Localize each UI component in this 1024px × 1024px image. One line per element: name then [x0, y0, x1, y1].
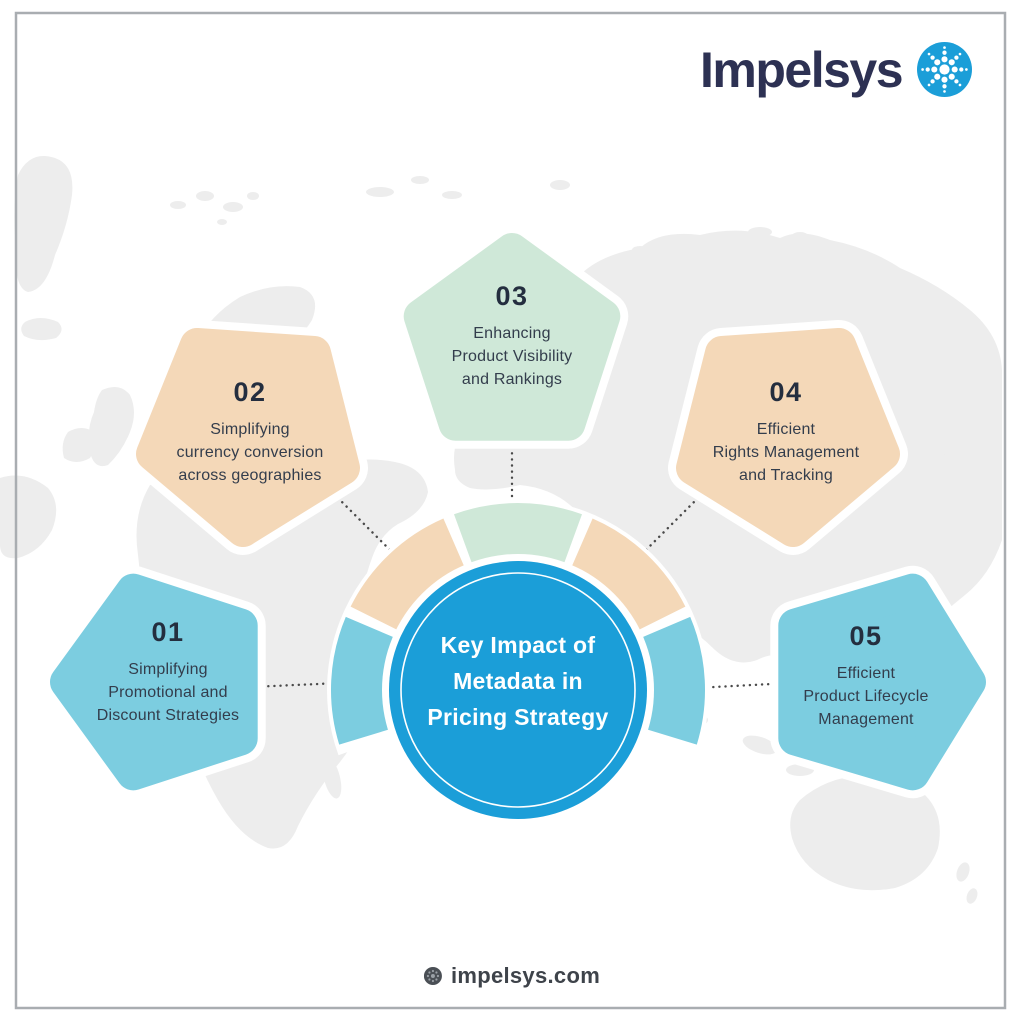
- petal-right-peach: [565, 518, 686, 637]
- map-island: [366, 187, 394, 197]
- pentagon-shape-02: [136, 328, 360, 547]
- center-title: Key Impact of Metadata in Pricing Strate…: [427, 632, 609, 730]
- map-japan: [901, 426, 945, 472]
- pentagon-shape-05: [778, 573, 986, 791]
- starburst-icon: [917, 42, 973, 97]
- pentagon-shape-03: [403, 233, 621, 441]
- poster-frame: [14, 11, 1007, 1010]
- map-new-zealand: [966, 888, 978, 904]
- node-label: Efficient Product Lifecycle Management: [803, 665, 929, 728]
- footer-starburst-icon: [423, 967, 442, 985]
- node-text-02: 02 Simplifying currency conversion acros…: [135, 377, 365, 487]
- node-number: 01: [151, 617, 185, 647]
- pentagon-node-01: [42, 565, 266, 799]
- map-uk: [88, 386, 134, 467]
- center-circle: [389, 561, 647, 819]
- map-island: [442, 191, 462, 199]
- map-new-zealand: [956, 862, 970, 882]
- pentagon-node-02: [128, 320, 368, 555]
- node-number: 03: [495, 281, 529, 311]
- website-link: impelsys.com: [450, 963, 601, 988]
- map-island: [792, 232, 808, 240]
- pentagon-node-03: [395, 225, 629, 449]
- node-label: Efficient Rights Management and Tracking: [712, 421, 860, 484]
- map-island: [632, 246, 648, 254]
- map-island: [247, 192, 259, 200]
- map-island: [742, 735, 778, 755]
- node-text-01: 01 Simplifying Promotional and Discount …: [53, 617, 283, 727]
- node-text-03: 03 Enhancing Product Visibility and Rank…: [397, 281, 627, 391]
- map-iceland: [21, 318, 62, 341]
- node-text-05: 05 Efficient Product Lifecycle Managemen…: [751, 621, 981, 731]
- node-label: Simplifying Promotional and Discount Str…: [96, 661, 240, 724]
- pentagon-shape-04: [676, 328, 900, 547]
- pentagon-node-05: [770, 565, 994, 799]
- map-madagascar: [322, 757, 342, 799]
- node-number: 02: [233, 377, 267, 407]
- map-west-landmass: [0, 475, 57, 559]
- map-island: [217, 219, 227, 225]
- map-island: [550, 180, 570, 190]
- node-text-04: 04 Efficient Rights Management and Track…: [671, 377, 901, 487]
- map-island: [748, 227, 772, 237]
- map-island: [223, 202, 243, 212]
- brand-logo: Impelsys: [700, 41, 973, 98]
- node-label: Simplifying currency conversion across g…: [176, 421, 324, 484]
- map-island: [411, 176, 429, 184]
- petal-left-peach: [350, 518, 471, 637]
- map-ireland: [62, 428, 96, 462]
- map-island: [835, 248, 855, 256]
- pentagon-node-04: [668, 320, 908, 555]
- node-number: 05: [849, 621, 883, 651]
- brand-logo-text: Impelsys: [700, 41, 904, 98]
- node-number: 04: [769, 377, 803, 407]
- map-island: [170, 201, 186, 209]
- footer: impelsys.com: [423, 963, 601, 989]
- pentagon-shape-01: [50, 573, 258, 791]
- map-greenland: [14, 156, 73, 292]
- center-circle-inner-ring: [400, 572, 636, 808]
- map-island: [196, 191, 214, 201]
- map-australia: [790, 774, 940, 891]
- node-label: Enhancing Product Visibility and Ranking…: [451, 325, 573, 388]
